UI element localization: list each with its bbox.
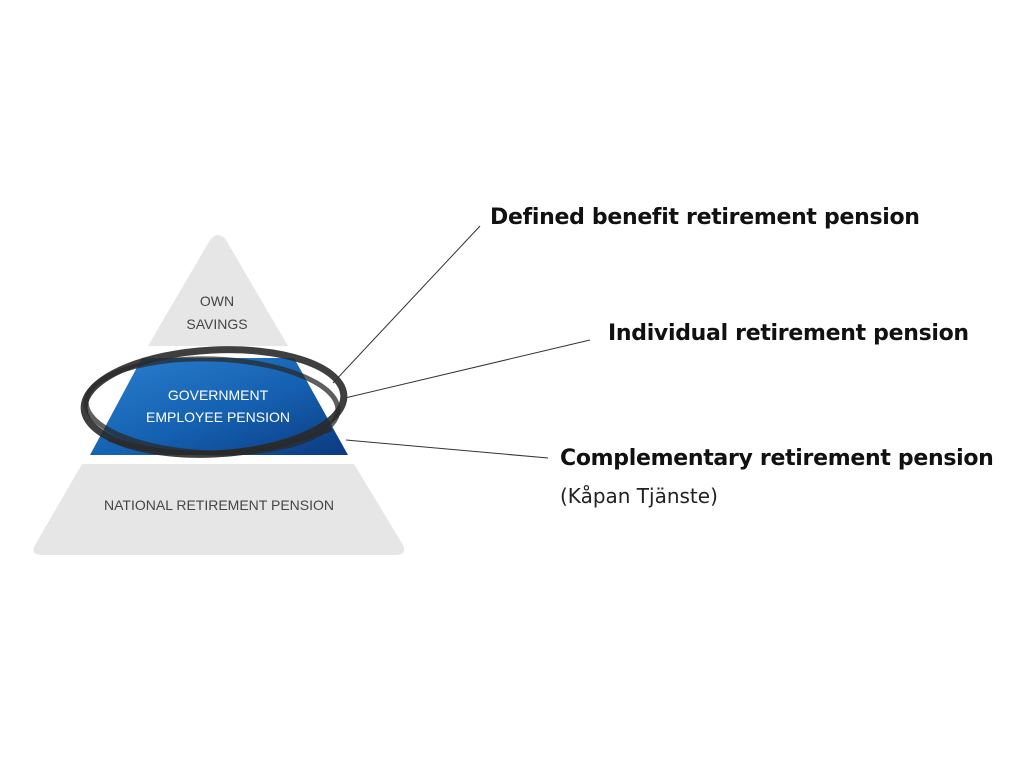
- leader-line-individual: [344, 339, 591, 399]
- leader-line-complementary: [345, 439, 549, 459]
- callout-defined-benefit: Defined benefit retirement pension: [490, 205, 920, 230]
- tier-government-label-2: EMPLOYEE PENSION: [146, 409, 290, 425]
- tier-own-savings-label-2: SAVINGS: [186, 316, 247, 332]
- callout-individual: Individual retirement pension: [608, 321, 969, 346]
- tier-national-retirement-pension: [33, 464, 405, 555]
- leader-line-defined-benefit: [332, 225, 481, 384]
- tier-government-label-1: GOVERNMENT: [168, 387, 269, 403]
- callout-complementary: Complementary retirement pension: [560, 446, 994, 471]
- highlight-ring: [80, 346, 348, 458]
- tier-national-label: NATIONAL RETIREMENT PENSION: [104, 497, 334, 513]
- tier-government-employee-pension: [90, 358, 348, 455]
- tier-own-savings-label-1: OWN: [200, 293, 234, 309]
- callout-complementary-subtitle: (Kåpan Tjänste): [560, 484, 718, 508]
- tier-own-savings: [148, 235, 288, 346]
